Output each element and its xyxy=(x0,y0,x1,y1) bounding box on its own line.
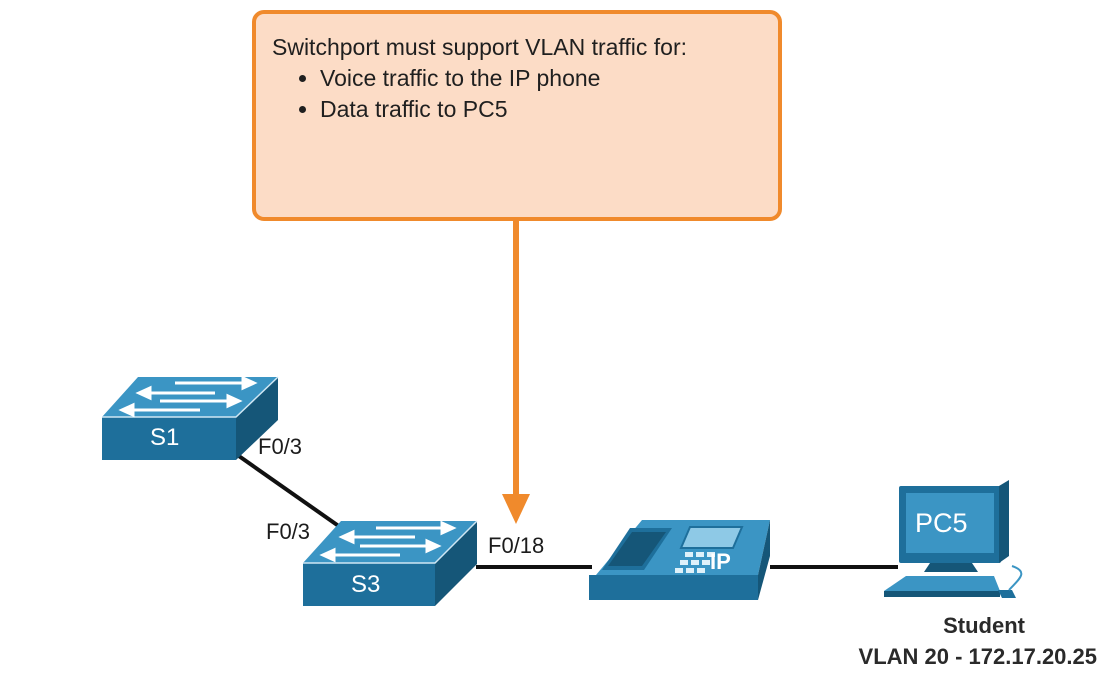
ip-phone-icon xyxy=(589,520,770,600)
switch-s3-icon xyxy=(303,520,478,606)
link-s1-s3 xyxy=(234,452,352,536)
switch-s1-label: S1 xyxy=(150,424,180,451)
host-name: Student xyxy=(943,613,1025,638)
pc5-icon xyxy=(884,480,1023,598)
requirements-callout: Switchport must support VLAN traffic for… xyxy=(252,10,782,221)
port-s3-f018-label: F0/18 xyxy=(488,533,545,558)
callout-heading: Switchport must support VLAN traffic for… xyxy=(272,34,688,60)
callout-bullet-voice: Voice traffic to the IP phone xyxy=(320,63,762,94)
host-vlan-ip: VLAN 20 - 172.17.20.25 xyxy=(858,644,1097,669)
callout-bullet-data: Data traffic to PC5 xyxy=(320,94,762,125)
port-s3-f03-label: F0/3 xyxy=(266,519,311,544)
switch-s1-icon xyxy=(102,375,279,460)
pc5-label: PC5 xyxy=(915,508,968,538)
port-s1-f03-label: F0/3 xyxy=(258,434,303,459)
callout-arrow xyxy=(502,221,530,524)
host-info: Student VLAN 20 - 172.17.20.25 xyxy=(697,610,1097,672)
callout-list: Voice traffic to the IP phone Data traff… xyxy=(272,63,762,125)
phone-ip-badge: IP xyxy=(710,549,731,574)
switch-s3-label: S3 xyxy=(351,571,381,598)
